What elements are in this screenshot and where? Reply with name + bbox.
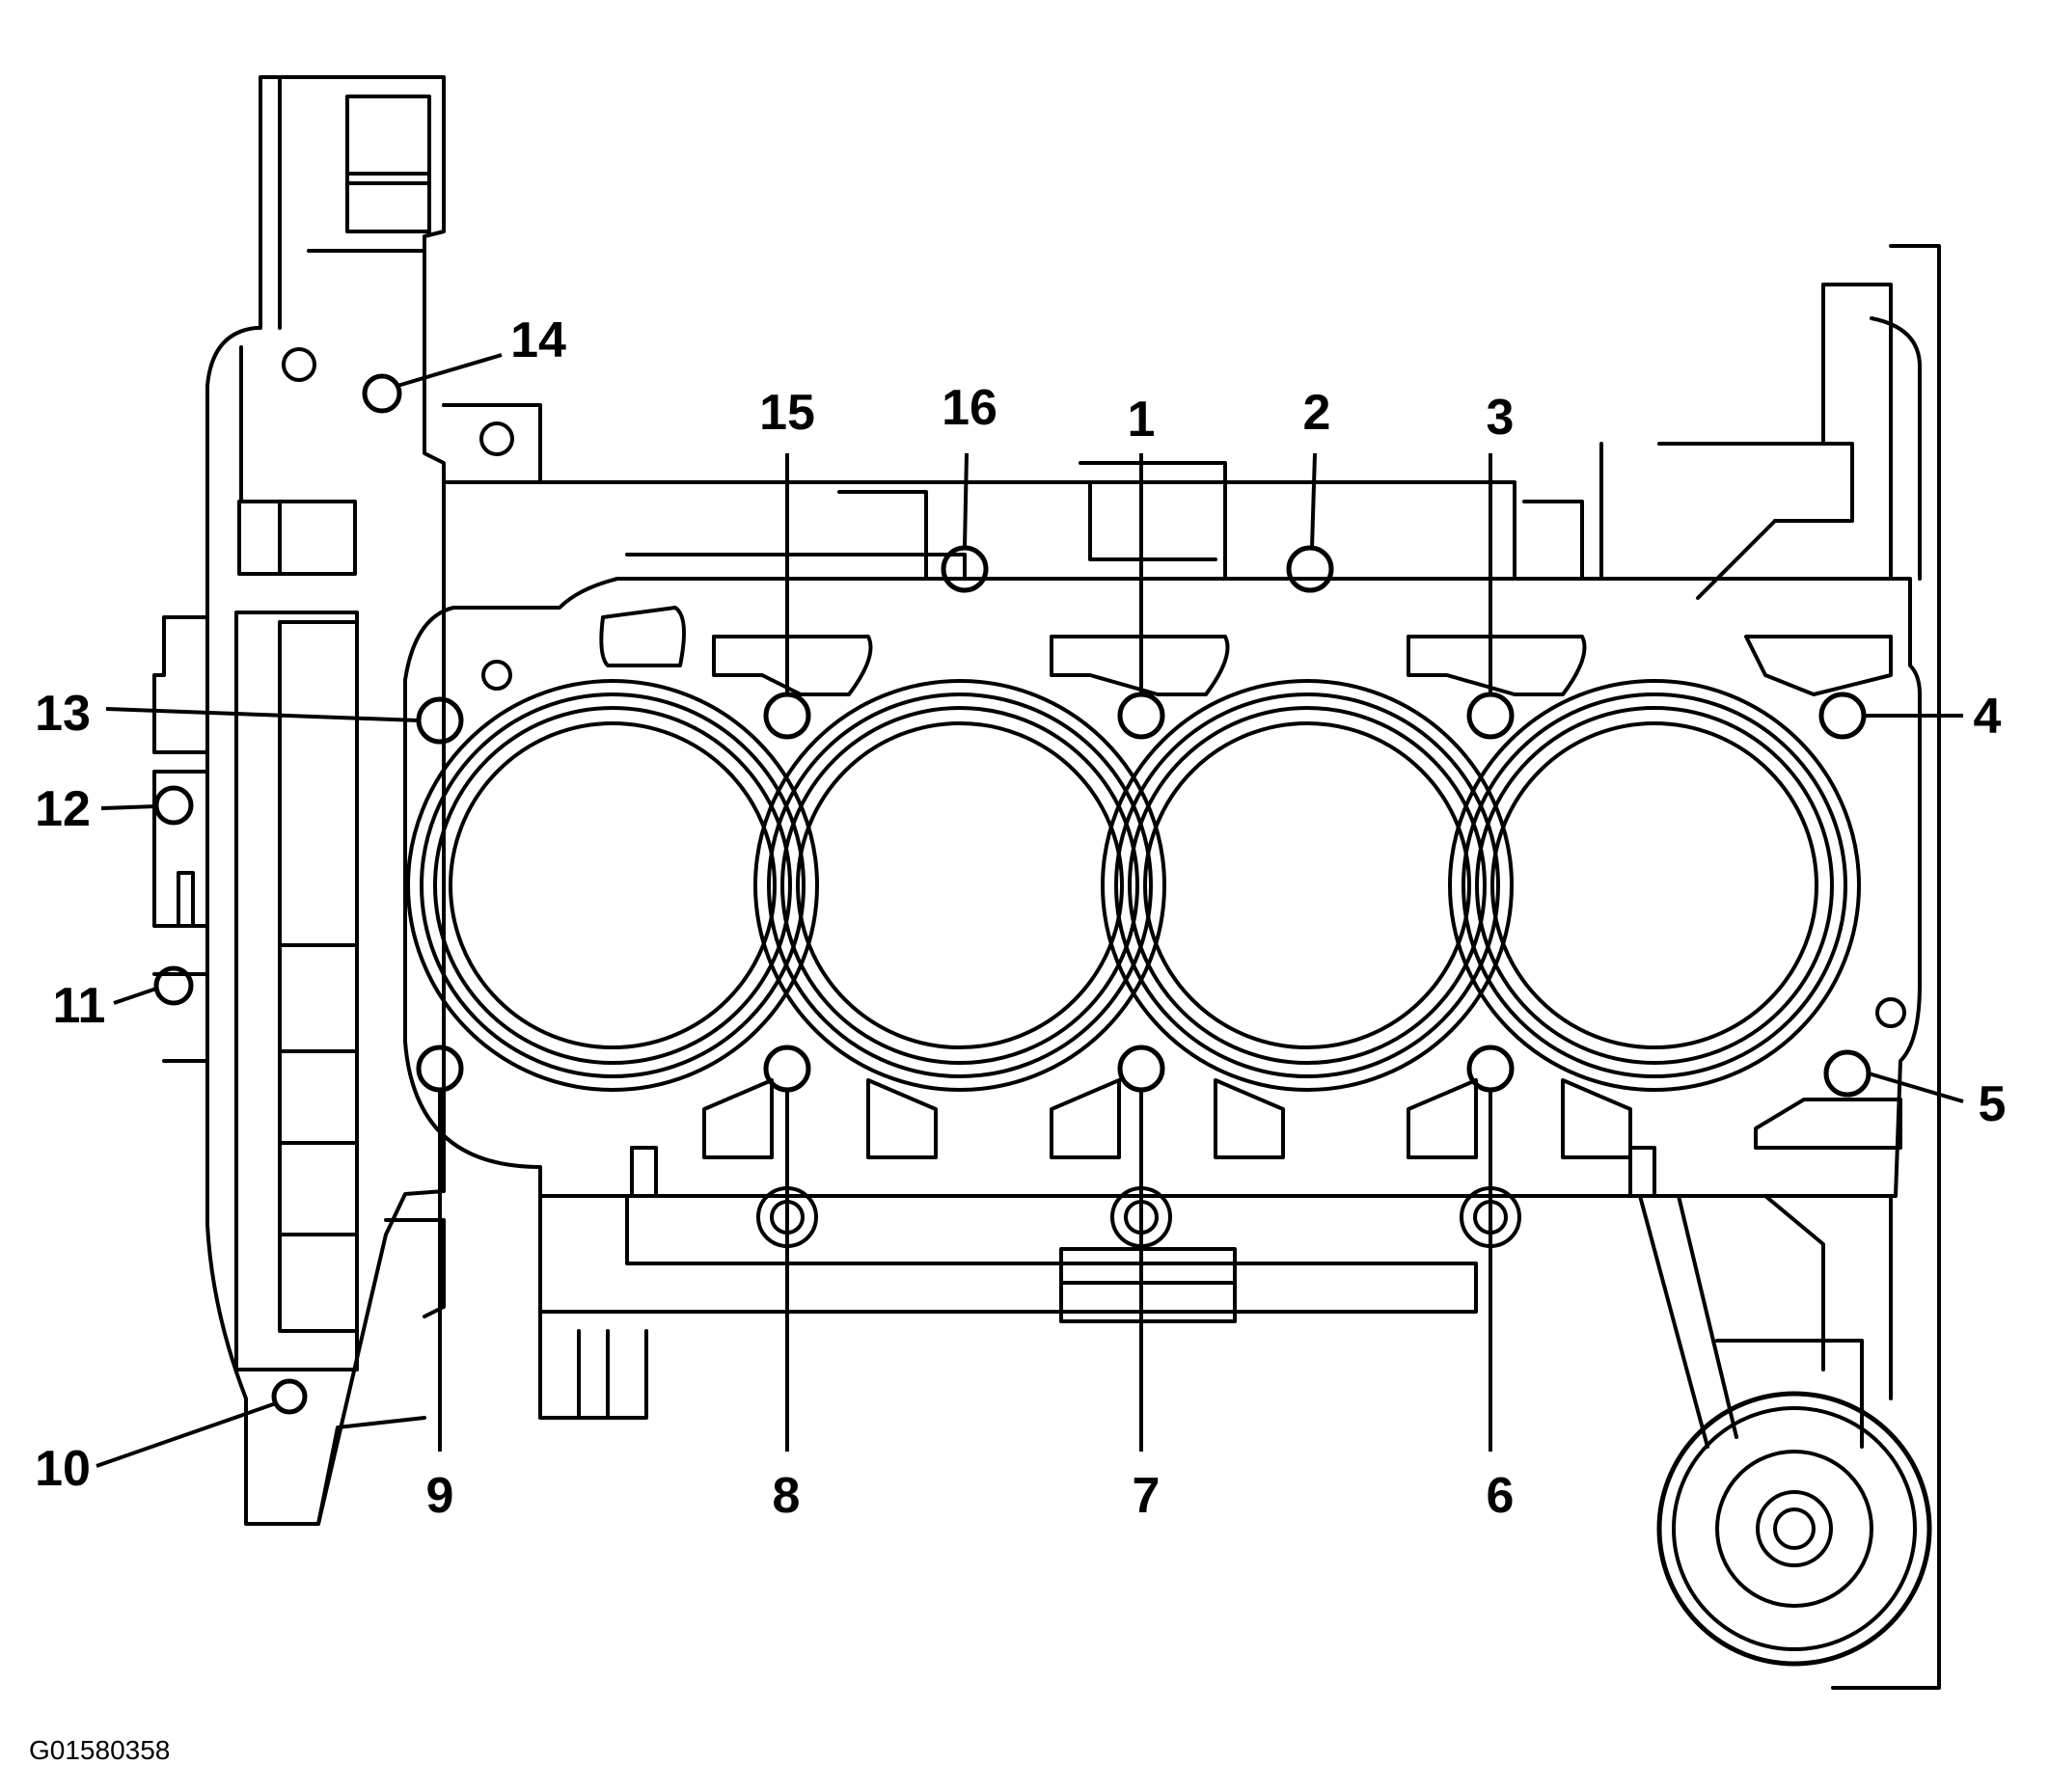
bolt-hole-8 [763, 1045, 811, 1093]
coolant-passages [282, 347, 1906, 1198]
cylinder-bore-4 [1448, 679, 1861, 1092]
bolt-hole-4 [1818, 692, 1867, 740]
cylinder-bore-2 [753, 679, 1166, 1092]
bolt-hole-6 [1466, 1045, 1515, 1093]
cylinder-bore-3 [1101, 679, 1514, 1092]
figure-id: G01580358 [29, 1735, 170, 1765]
oil-filter [1656, 1391, 1932, 1667]
bolt-hole-15 [763, 692, 811, 740]
callout-2: 2 [1303, 385, 1331, 441]
bolt-hole-5 [1823, 1049, 1871, 1098]
bolt-hole-13 [416, 696, 464, 745]
callout-12: 12 [35, 781, 91, 837]
callout-14: 14 [510, 312, 566, 368]
bolt-hole-12 [153, 785, 194, 826]
callout-labels: 1 2 3 4 5 6 7 8 9 10 11 12 13 14 15 16 [35, 312, 2006, 1524]
callout-5: 5 [1979, 1076, 2007, 1132]
bolt-hole-9 [416, 1045, 464, 1093]
bolt-hole-3 [1466, 692, 1515, 740]
bolt-hole-10 [271, 1378, 308, 1415]
leader-lines [96, 353, 1964, 1468]
callout-3: 3 [1487, 390, 1515, 446]
head-bolt-holes [153, 373, 1871, 1415]
engine-block-outline [152, 75, 1941, 1690]
bolt-hole-11 [153, 965, 194, 1006]
callout-9: 9 [426, 1468, 454, 1524]
bolt-hole-7 [1117, 1045, 1165, 1093]
callout-1: 1 [1128, 392, 1156, 448]
callout-6: 6 [1487, 1468, 1515, 1524]
callout-8: 8 [773, 1468, 801, 1524]
callout-15: 15 [759, 385, 815, 441]
bolt-hole-1 [1117, 692, 1165, 740]
callout-13: 13 [35, 686, 91, 742]
bolt-hole-2 [1286, 545, 1334, 593]
callout-16: 16 [942, 380, 997, 436]
callout-4: 4 [1974, 689, 2002, 745]
callout-11: 11 [53, 978, 106, 1034]
callout-7: 7 [1133, 1468, 1161, 1524]
bolt-hole-14 [362, 373, 402, 414]
cylinder-bore-1 [406, 679, 819, 1092]
cylinder-bores [406, 679, 1861, 1092]
callout-10: 10 [35, 1441, 91, 1497]
